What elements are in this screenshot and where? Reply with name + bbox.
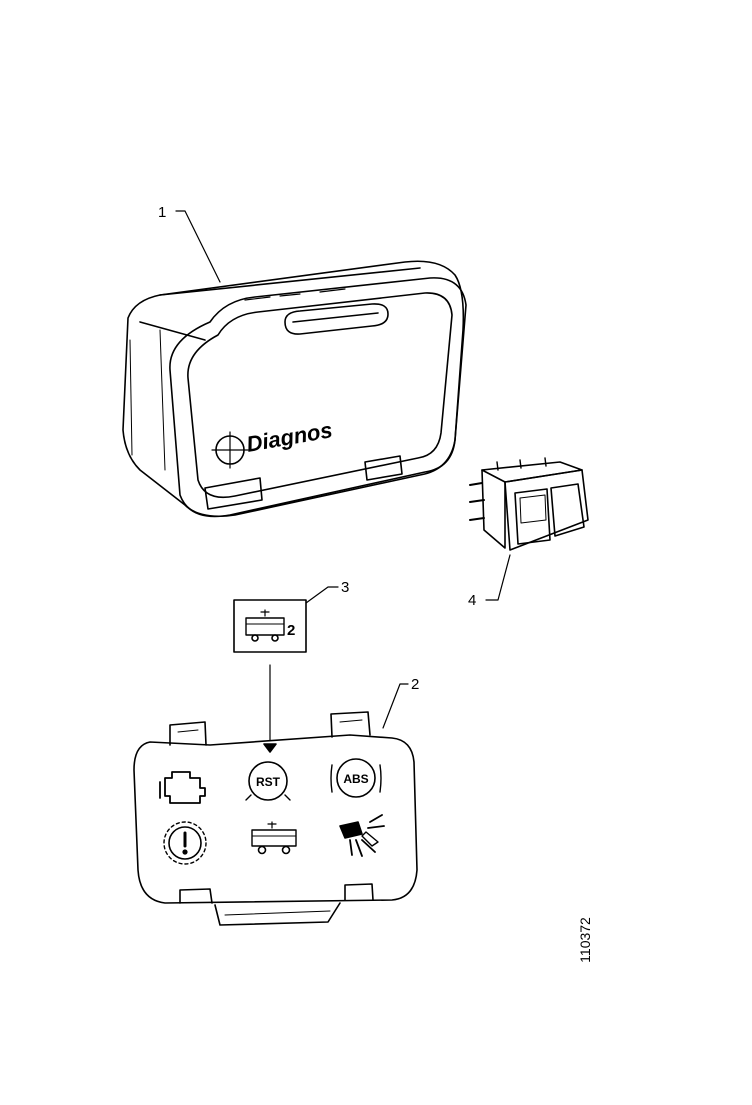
abs-icon — [330, 758, 382, 798]
callout-1: 1 — [158, 204, 167, 221]
brake-warning-icon — [163, 821, 207, 865]
warning-panel — [133, 683, 418, 926]
abs-label: ABS — [343, 772, 368, 786]
diagnos-logo-text: Diagnos — [245, 417, 335, 457]
trailer-axle-2-icon — [245, 609, 285, 642]
trailer-icon — [251, 821, 297, 855]
rst-icon — [245, 761, 291, 801]
lighting-fault-icon — [339, 814, 385, 857]
insert-axle-number: 2 — [287, 622, 295, 639]
rst-label: RST — [256, 775, 281, 789]
diagnos-logo-icon — [211, 431, 249, 469]
figure-reference-number: 110372 — [577, 917, 593, 963]
diagnos-box — [122, 210, 467, 518]
callout-4: 4 — [468, 592, 477, 609]
rocker-switch — [469, 457, 589, 601]
engine-warning-icon — [159, 771, 206, 804]
symbol-insert — [233, 586, 339, 753]
callout-3: 3 — [341, 579, 350, 596]
callout-2: 2 — [411, 676, 420, 693]
